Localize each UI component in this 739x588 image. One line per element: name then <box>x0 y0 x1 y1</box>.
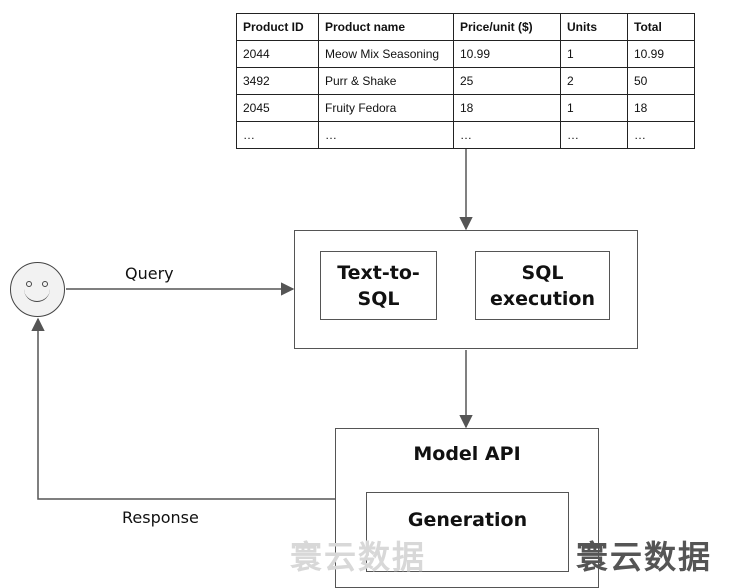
table-cell: 2 <box>560 67 628 95</box>
column-header: Product ID <box>236 13 319 41</box>
table-header-row: Product ID Product name Price/unit ($) U… <box>236 13 695 41</box>
table-cell: 1 <box>560 94 628 122</box>
table-cell: … <box>560 121 628 149</box>
table-cell: 50 <box>627 67 695 95</box>
smile <box>24 289 50 302</box>
query-label: Query <box>125 264 174 283</box>
table-cell: 3492 <box>236 67 319 95</box>
smiley-face-icon <box>10 262 65 317</box>
table-cell: Purr & Shake <box>318 67 454 95</box>
left-eye <box>26 281 32 287</box>
table-cell: … <box>318 121 454 149</box>
table-cell: 25 <box>453 67 561 95</box>
table-cell: 2044 <box>236 40 319 68</box>
table-cell: 18 <box>627 94 695 122</box>
sql-execution-label: SQL execution <box>490 261 595 310</box>
table-cell: 10.99 <box>627 40 695 68</box>
table-row: 2044 Meow Mix Seasoning 10.99 1 10.99 <box>236 40 695 68</box>
table-cell: 1 <box>560 40 628 68</box>
table-cell: 2045 <box>236 94 319 122</box>
model-api-label: Model API <box>413 443 521 465</box>
table-cell: … <box>453 121 561 149</box>
table-cell: Meow Mix Seasoning <box>318 40 454 68</box>
watermark: 寰云数据 <box>290 538 427 576</box>
column-header: Total <box>627 13 695 41</box>
watermark: 寰云数据 <box>576 538 713 576</box>
column-header: Product name <box>318 13 454 41</box>
text-to-sql-box: Text-to- SQL <box>320 251 437 320</box>
arrow-response <box>31 317 335 500</box>
response-label: Response <box>122 508 199 527</box>
table-row: 3492 Purr & Shake 25 2 50 <box>236 67 695 95</box>
column-header: Units <box>560 13 628 41</box>
right-eye <box>42 281 48 287</box>
table-cell: … <box>627 121 695 149</box>
sql-execution-box: SQL execution <box>475 251 610 320</box>
table-cell: Fruity Fedora <box>318 94 454 122</box>
generation-box: Generation <box>366 492 569 572</box>
table-row: 2045 Fruity Fedora 18 1 18 <box>236 94 695 122</box>
column-header: Price/unit ($) <box>453 13 561 41</box>
product-table: Product ID Product name Price/unit ($) U… <box>236 13 695 149</box>
generation-label: Generation <box>407 509 528 531</box>
table-cell: … <box>236 121 319 149</box>
text-to-sql-label: Text-to- SQL <box>337 261 420 310</box>
table-cell: 10.99 <box>453 40 561 68</box>
table-row: … … … … … <box>236 121 695 149</box>
table-cell: 18 <box>453 94 561 122</box>
